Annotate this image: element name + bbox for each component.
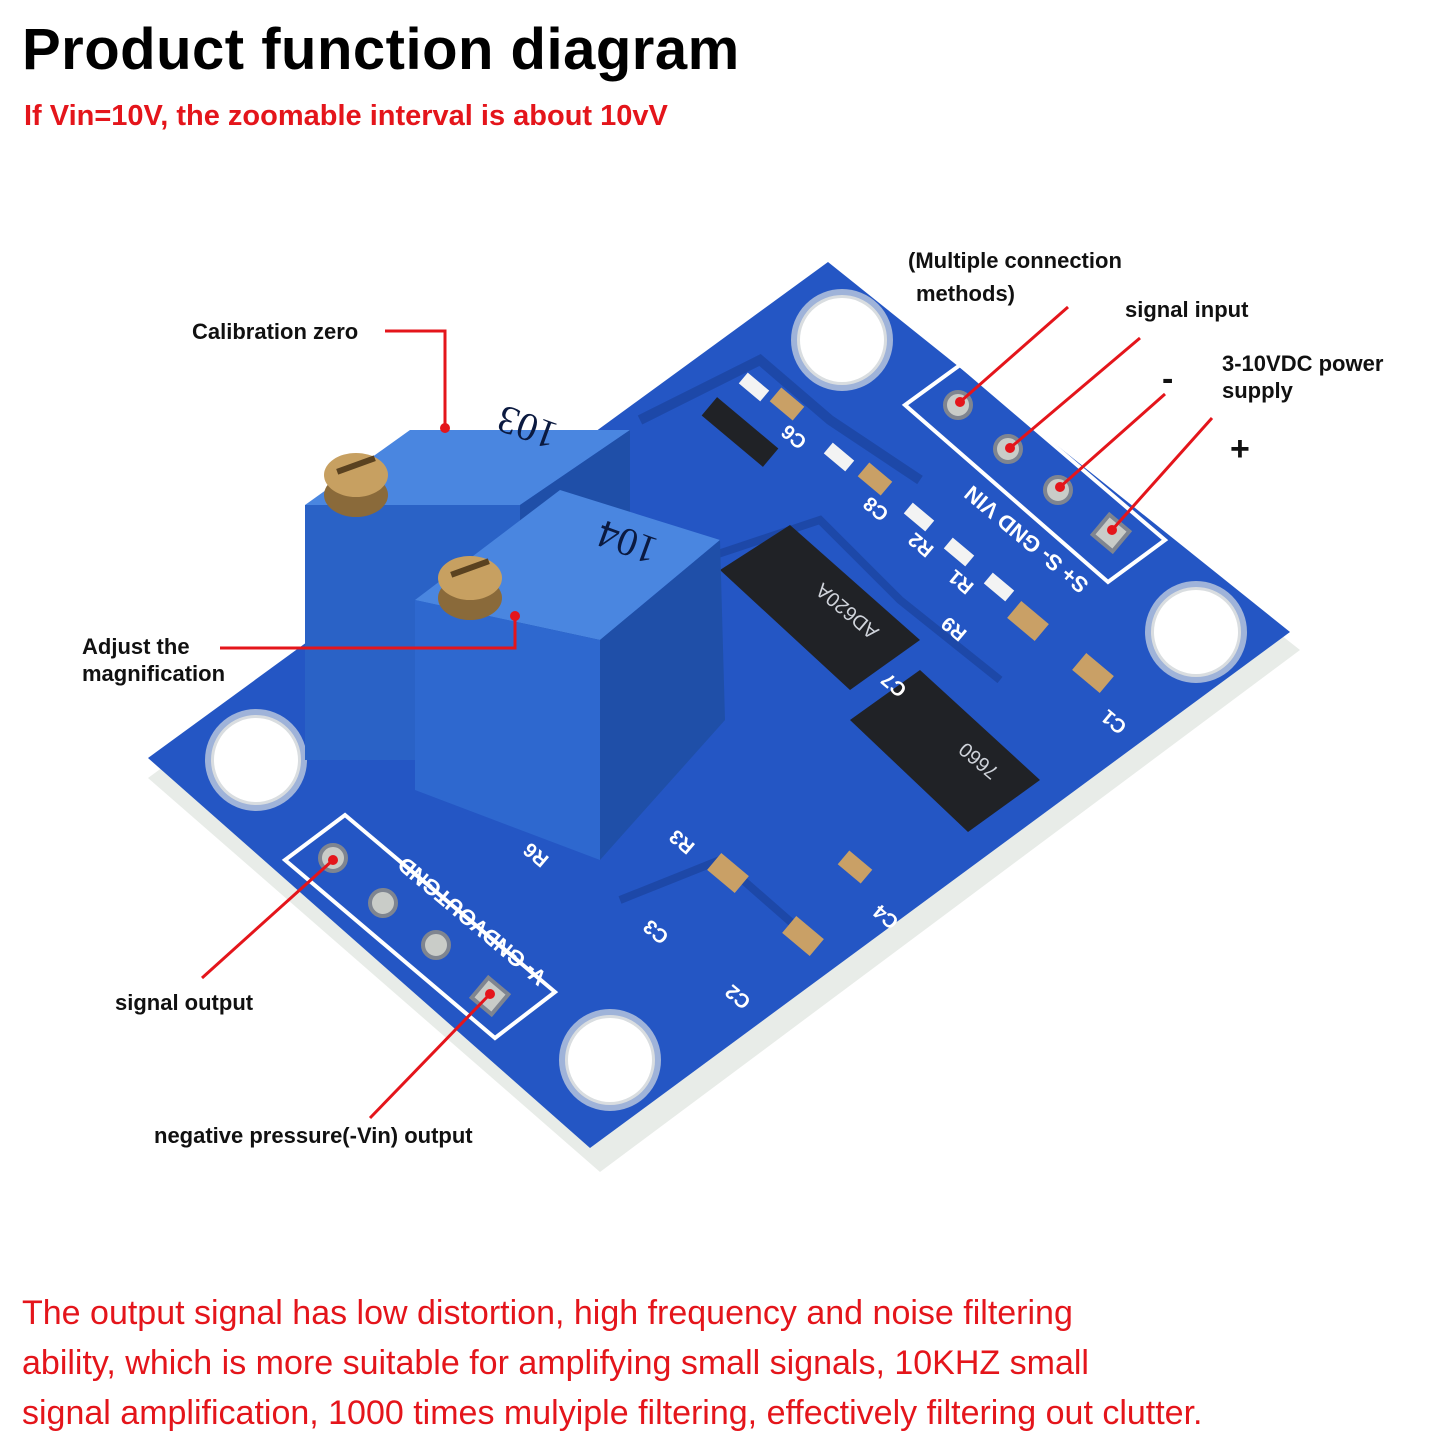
- callout-power-supply: 3-10VDC power supply: [1222, 351, 1384, 403]
- callout-negative-output: negative pressure(-Vin) output: [154, 1123, 473, 1148]
- callout-signal-output: signal output: [115, 990, 254, 1015]
- top-header-outline: [901, 362, 1169, 585]
- bottom-header-outline: [281, 812, 559, 1041]
- description-line-1: The output signal has low distortion, hi…: [22, 1294, 1073, 1332]
- potentiometer-gain: 104: [415, 490, 725, 860]
- plus-sign: +: [1230, 430, 1250, 468]
- subtitle: If Vin=10V, the zoomable interval is abo…: [24, 100, 668, 132]
- mounting-holes: [205, 289, 1247, 1111]
- description-text: The output signal has low distortion, hi…: [22, 1288, 1437, 1438]
- minus-sign: -: [1162, 360, 1174, 398]
- callout-signal-input: signal input: [1125, 297, 1249, 322]
- callout-dots: [328, 397, 1117, 999]
- callout-calibration-zero: Calibration zero: [192, 319, 359, 344]
- description-line-2: ability, which is more suitable for ampl…: [22, 1344, 1089, 1382]
- callout-lines: [200, 305, 1214, 1120]
- smd-components: [707, 372, 1114, 956]
- page-title: Product function diagram: [22, 17, 740, 82]
- callout-adjust-magnification: Adjust the magnification: [82, 634, 226, 686]
- description-line-3: signal amplification, 1000 times mulyipl…: [22, 1394, 1203, 1432]
- callout-multiple-connection: (Multiple connection methods): [908, 248, 1122, 306]
- chip-7660: 7660: [850, 670, 1040, 832]
